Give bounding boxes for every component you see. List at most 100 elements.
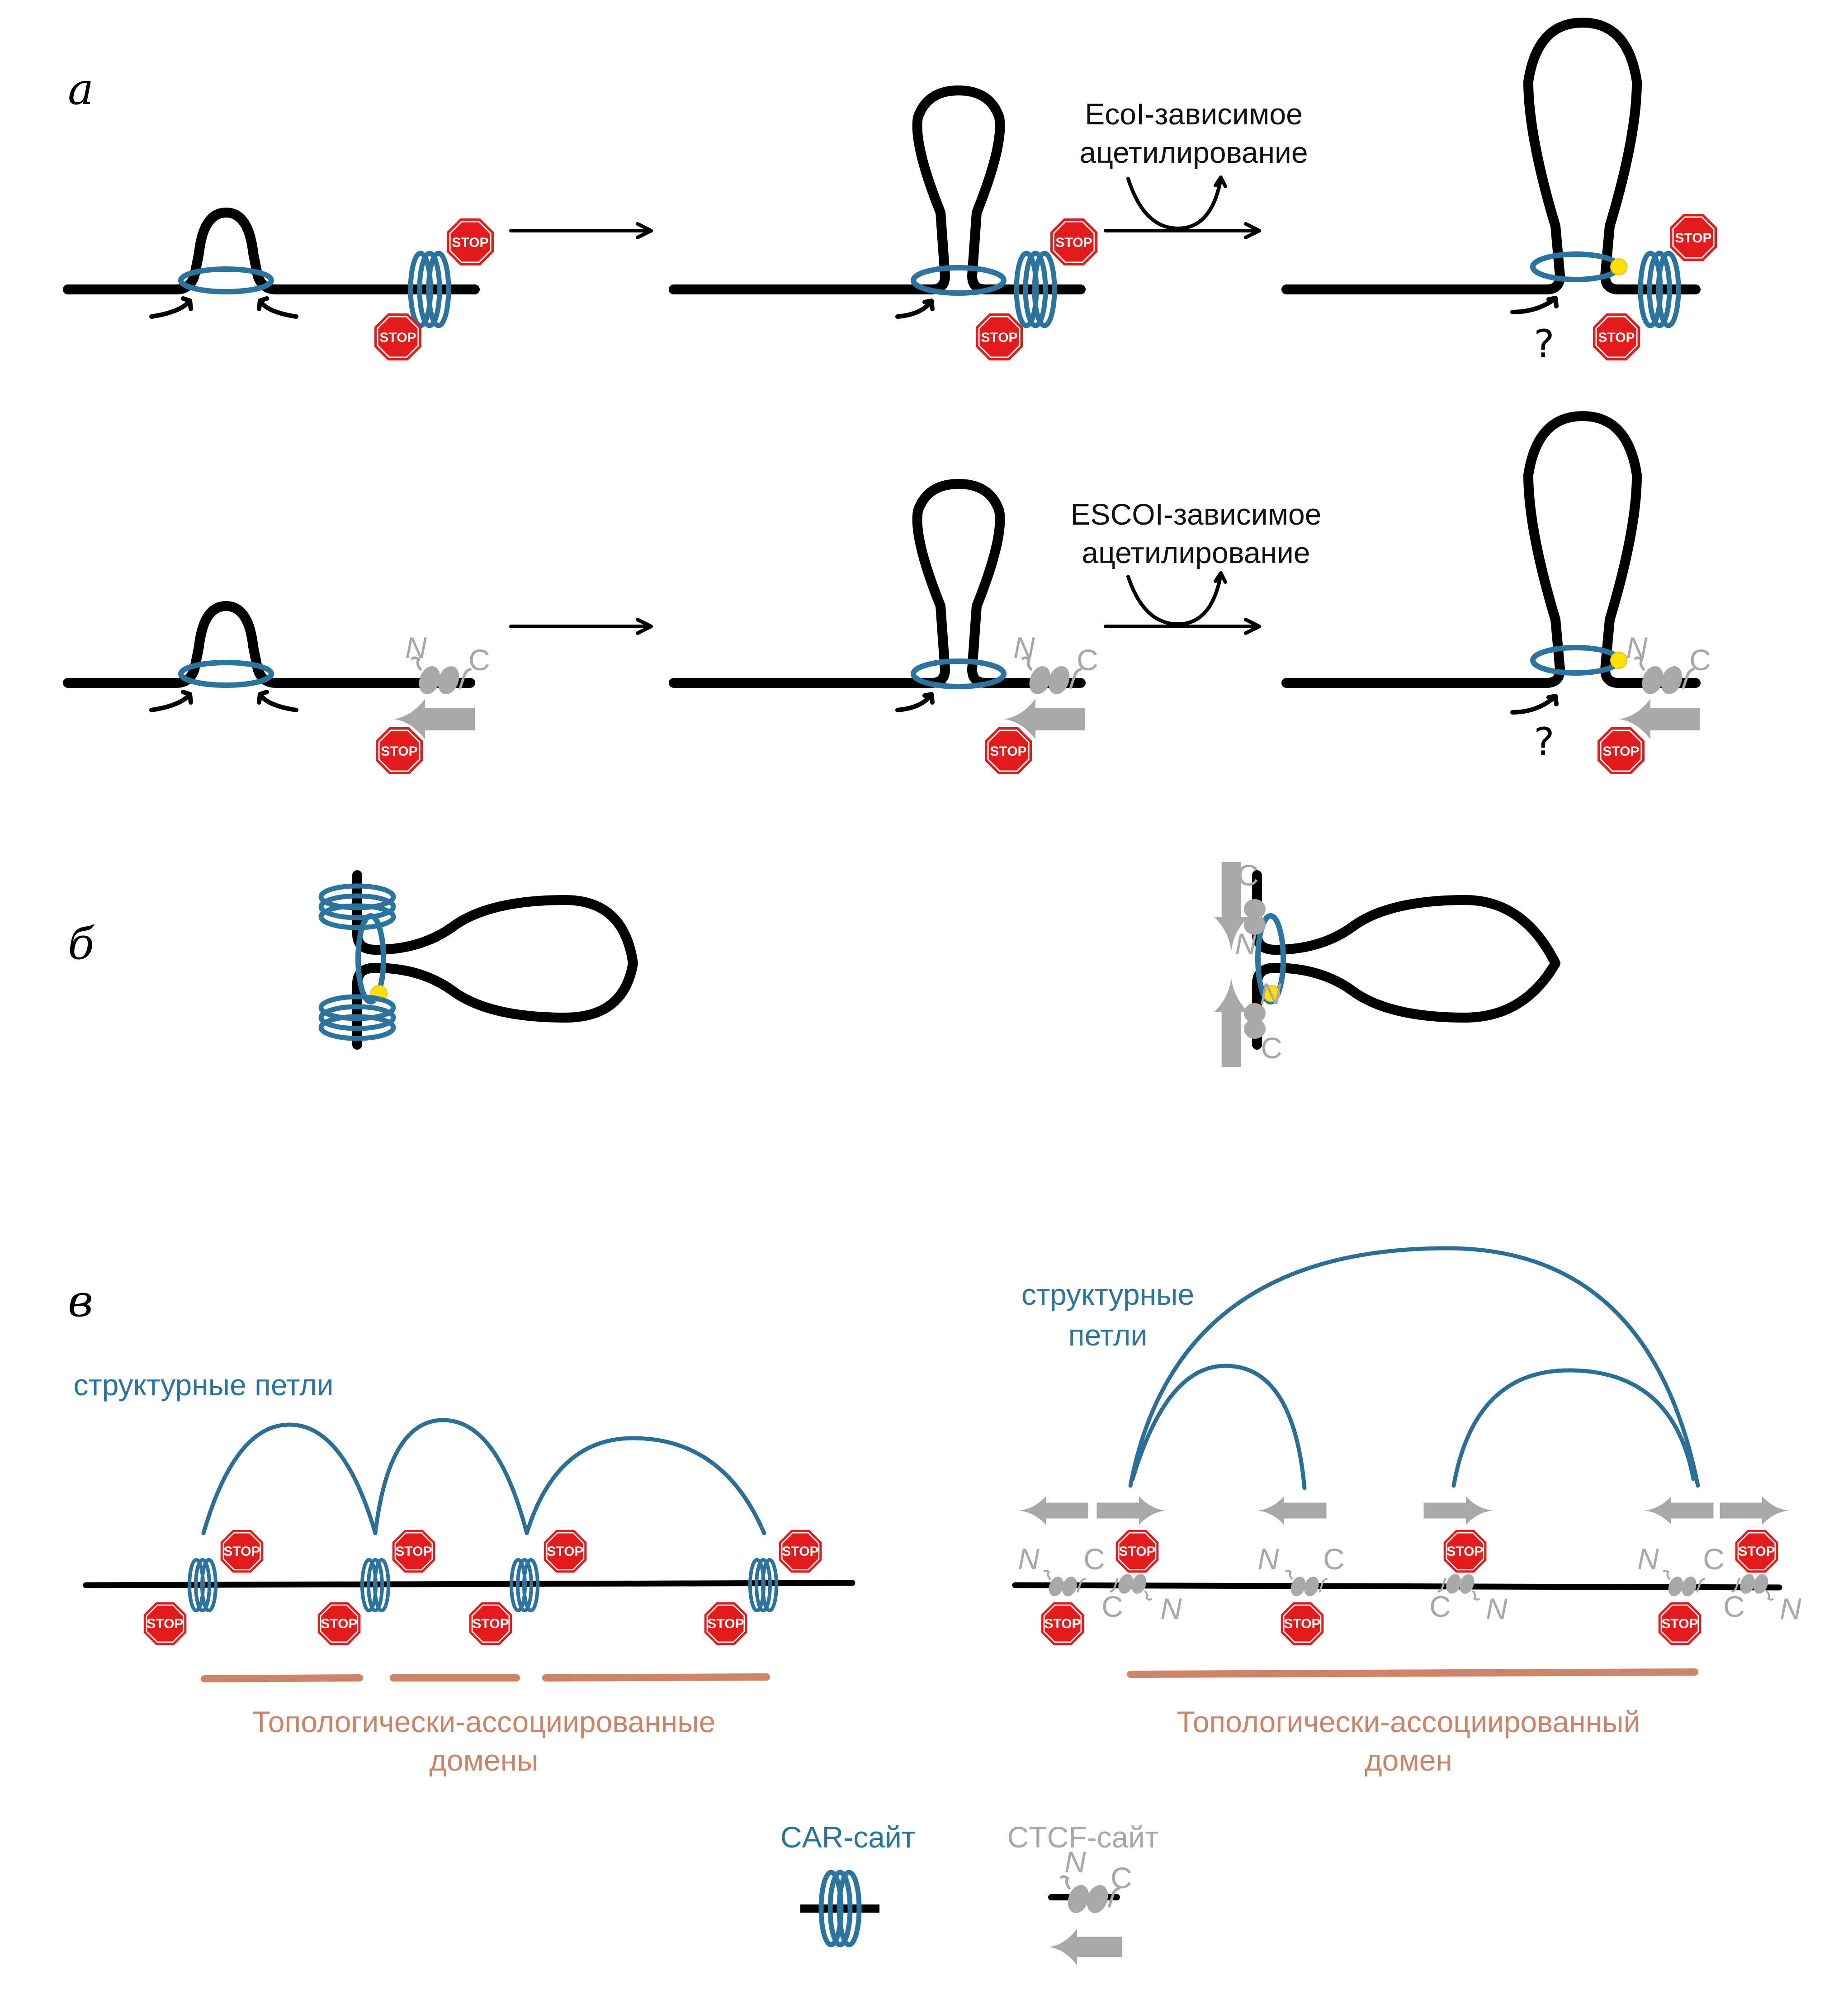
svg-text:STOP: STOP: [782, 1544, 818, 1559]
svg-text:C: C: [1323, 1542, 1345, 1576]
stop-sign-icon: STOP: [1115, 1529, 1159, 1573]
structural-loop-arc: [373, 1418, 529, 1535]
progression-arrow: [1104, 222, 1261, 239]
panel-a-row1: STOP STOP STOP STOP EcoI-зависимое ацети…: [63, 18, 1718, 367]
structural-loops-label-line1: структурные: [1021, 1278, 1194, 1311]
dna-strand: [83, 1580, 855, 1588]
question-mark: ?: [1534, 322, 1555, 367]
ctcf-site-icon: N C: [1626, 631, 1711, 697]
extrusion-arrow: [895, 692, 935, 712]
panel-a-row2: N C STOP N C STOP ESCOI-зависимое ацетил…: [63, 411, 1711, 775]
stop-sign-icon: STOP: [1669, 213, 1718, 262]
dna-loop: [352, 870, 638, 1050]
stop-sign-icon: STOP: [373, 313, 422, 361]
svg-text:C: C: [1077, 643, 1098, 677]
svg-text:STOP: STOP: [1284, 1616, 1320, 1631]
svg-text:C: C: [1101, 1590, 1123, 1623]
extrusion-arrow-left: [149, 296, 193, 319]
ctcf-orientation-arrow-right: [1097, 1496, 1166, 1525]
stop-sign-icon: STOP: [220, 1529, 264, 1573]
svg-text:C: C: [1723, 1590, 1745, 1623]
structural-loop-arc: [1130, 1364, 1307, 1490]
svg-text:STOP: STOP: [1661, 1616, 1698, 1631]
ctcf-orientation-arrow-right: [1423, 1496, 1493, 1525]
stop-sign-icon: STOP: [468, 1601, 513, 1646]
legend-ctcf-site: CTCF-сайт N C: [1007, 1820, 1159, 1966]
ctcf-site-icon: N C: [405, 631, 490, 697]
tad-label-line1: Топологически-ассоциированные: [252, 1705, 716, 1738]
svg-text:N: N: [1064, 1845, 1086, 1879]
stage-2: N C STOP: [669, 479, 1098, 775]
svg-text:STOP: STOP: [1598, 330, 1635, 345]
svg-text:STOP: STOP: [981, 330, 1017, 345]
svg-text:STOP: STOP: [1119, 1544, 1155, 1559]
svg-text:STOP: STOP: [223, 1544, 260, 1559]
tad-bar: [201, 1674, 363, 1682]
svg-text:C: C: [1261, 1031, 1282, 1065]
tad-label-line2: домен: [1365, 1743, 1452, 1777]
tad-label-line1: Топологически-ассоциированный: [1177, 1705, 1640, 1738]
extrusion-arrow: [1510, 296, 1559, 314]
ctcf-orientation-arrow: [1049, 1928, 1122, 1966]
ctcf-site-icon: N C: [1061, 1845, 1132, 1916]
acetylation-label-line2: ацетилирование: [1079, 136, 1308, 169]
panel-label-b: б: [68, 919, 95, 969]
stop-sign-icon: STOP: [1597, 726, 1645, 775]
ctcf-orientation-arrow-right: [1720, 1496, 1789, 1525]
dna-loop: [1252, 870, 1560, 1050]
extrusion-arrow: [895, 298, 935, 319]
svg-text:N: N: [1018, 1542, 1040, 1576]
tad-bar: [1127, 1668, 1698, 1678]
acetylation-label-line2: ацетилирование: [1082, 536, 1310, 569]
svg-text:STOP: STOP: [472, 1616, 509, 1631]
dna-loop: [669, 85, 1086, 294]
structural-loop-arc: [525, 1436, 766, 1535]
svg-text:C: C: [468, 643, 490, 677]
svg-text:C: C: [1689, 643, 1711, 677]
stage-3: ? N C STOP: [1281, 411, 1711, 775]
tad-bar: [542, 1673, 770, 1682]
svg-text:N: N: [1260, 977, 1281, 1010]
curved-reaction-arrow: [1126, 175, 1227, 230]
svg-text:N: N: [1160, 1592, 1182, 1625]
stop-sign-icon: STOP: [1280, 1601, 1324, 1646]
dna-strand: [63, 208, 480, 294]
extrusion-arrow-left: [149, 690, 193, 712]
structural-loop-arc: [1451, 1368, 1696, 1488]
curved-reaction-arrow: [1126, 571, 1227, 626]
panel-label-c: в: [68, 1276, 93, 1326]
panel-c-left: структурные петли STOP STOP STOP STOP ST…: [73, 1368, 855, 1777]
structural-loops-label-line2: петли: [1068, 1318, 1147, 1352]
svg-text:STOP: STOP: [321, 1616, 357, 1631]
legend-ctcf-label: CTCF-сайт: [1007, 1820, 1159, 1854]
svg-text:N: N: [1257, 1542, 1279, 1576]
stage-1: N C STOP: [63, 601, 490, 775]
cohesin-ring: [178, 266, 274, 294]
structural-loop-arc: [201, 1422, 378, 1535]
stop-sign-icon: STOP: [1658, 1601, 1702, 1646]
stop-sign-icon: STOP: [1049, 218, 1098, 266]
ctcf-orientation-arrow-left: [1644, 1496, 1714, 1525]
stop-sign-icon: STOP: [375, 726, 424, 775]
stop-sign-icon: STOP: [704, 1601, 748, 1646]
cohesin-ring: [911, 265, 1007, 296]
dna-loop-large: [1281, 411, 1701, 688]
ctcf-site-icon: N C: [1013, 631, 1098, 697]
acetylation-transition: ESCOI-зависимое ацетилирование: [1071, 497, 1322, 635]
stop-sign-icon: STOP: [1040, 1601, 1085, 1646]
svg-text:N: N: [1626, 631, 1648, 664]
panel-b-car-loop: [321, 870, 638, 1050]
dna-strand: [63, 601, 475, 688]
svg-text:N: N: [405, 631, 427, 664]
svg-text:STOP: STOP: [990, 744, 1026, 759]
acetylation-dot: [1610, 652, 1627, 669]
svg-text:STOP: STOP: [1675, 231, 1711, 246]
acetylation-label-line1: ESCOI-зависимое: [1071, 497, 1322, 531]
progression-arrow: [1104, 618, 1261, 635]
dna-loop-large: [1281, 18, 1701, 294]
acetylation-transition: EcoI-зависимое ацетилирование: [1079, 97, 1308, 239]
svg-text:STOP: STOP: [707, 1616, 744, 1631]
svg-text:STOP: STOP: [147, 1616, 183, 1631]
